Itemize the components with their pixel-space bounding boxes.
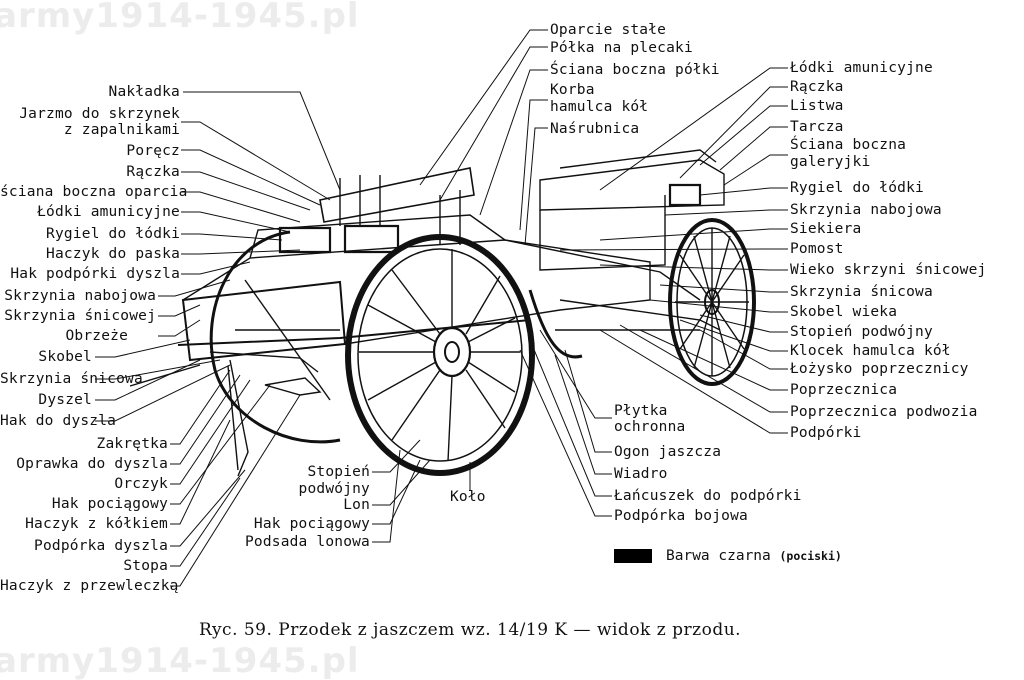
pole-and-undercarriage — [129, 319, 700, 477]
label-stopien-right: Stopień podwójny — [790, 324, 933, 340]
legend-swatch — [614, 549, 652, 563]
label-lon: Lon — [343, 497, 370, 513]
label-sciana-galeryjki: Ściana boczna — [790, 137, 907, 153]
label-raczka: Rączka — [126, 164, 180, 180]
label-nakladka: Nakładka — [108, 84, 180, 100]
label-podsada: Podsada lonowa — [244, 534, 370, 550]
label-haczyk-przewleczka: Haczyk z przewleczką — [0, 578, 179, 594]
label-wieko: Wieko skrzyni śnicowej — [790, 262, 987, 278]
label-plytka: Płytka — [614, 403, 668, 419]
label-podporki: Podpórki — [790, 425, 862, 441]
label-kolo: Koło — [450, 489, 486, 505]
label-wiadro: Wiadro — [614, 466, 668, 482]
label-lodki-left: Łódki amunicyjne — [37, 204, 180, 220]
label-skrzynia-snicowej: Skrzynia śnicowej — [4, 308, 156, 324]
label-rygiel-left: Rygiel do łódki — [46, 226, 180, 242]
label-obrzeze: Obrzeże — [65, 328, 128, 344]
label-dyszel: Dyszel — [38, 392, 92, 408]
label-poprzecznica-podwozia: Poprzecznica podwozia — [790, 404, 978, 420]
label-stopa: Stopa — [123, 558, 168, 574]
label-hamulca-kol: hamulca kół — [550, 99, 649, 115]
label-stopien-bottom: Stopień — [307, 464, 370, 480]
label-tarcza: Tarcza — [790, 119, 844, 135]
label-ogon-jaszcza: Ogon jaszcza — [614, 444, 722, 460]
front-wheel — [345, 234, 535, 476]
label-rygiel-right: Rygiel do łódki — [790, 180, 924, 196]
label-porecz: Poręcz — [126, 143, 180, 159]
legend-text: Barwa czarna — [666, 548, 771, 564]
label-sciana-polki: Ściana boczna półki — [550, 62, 720, 78]
label-hak-pociagowy-left: Hak pociągowy — [51, 496, 168, 512]
label-skrzynia-snicowa-right: Skrzynia śnicowa — [790, 284, 933, 300]
label-listwa: Listwa — [790, 98, 844, 114]
label-hak-pociagowy-bottom: Hak pociągowy — [253, 516, 370, 532]
leader-lines — [95, 29, 788, 587]
label-skrzynia-nabojowa-left: Skrzynia nabojowa — [4, 288, 156, 304]
label-polka-plecaki: Półka na plecaki — [550, 40, 693, 56]
label-oprawka: Oprawka do dyszla — [16, 456, 168, 472]
label-pomost: Pomost — [790, 241, 844, 257]
label-galeryjki: galeryjki — [790, 154, 871, 170]
legend-note: (pociski) — [779, 549, 842, 563]
label-hak-dyszla: Hak do dyszla — [0, 413, 117, 429]
label-nasrubnica: Naśrubnica — [550, 121, 640, 137]
label-hak-podporki: Hak podpórki dyszla — [10, 266, 180, 282]
label-jarzmo: Jarzmo do skrzynek — [19, 106, 180, 122]
label-haczyk-kolkiem: Haczyk z kółkiem — [25, 516, 168, 532]
label-haczyk-paska: Haczyk do paska — [46, 246, 180, 262]
label-sciana-oparcia: ściana boczna oparcia — [0, 184, 188, 200]
label-orczyk: Orczyk — [114, 476, 168, 492]
label-podwojny-bottom: podwójny — [298, 481, 370, 497]
label-podporka-dyszla: Podpórka dyszla — [34, 538, 168, 554]
left-rear-wheel — [209, 230, 341, 444]
rear-wheel — [668, 218, 756, 386]
label-jarzmo-2: z zapalnikami — [63, 122, 180, 138]
label-skobel-wieka: Skobel wieka — [790, 304, 898, 320]
watermark-top: army1914-1945.pl — [0, 0, 360, 36]
label-korba: Korba — [550, 82, 595, 98]
label-lozysko: Łożysko poprzecznicy — [790, 361, 969, 377]
label-podporka-bojowa: Podpórka bojowa — [614, 508, 748, 524]
label-lancuszek: Łańcuszek do podpórki — [614, 488, 802, 504]
label-klocek: Klocek hamulca kół — [790, 343, 951, 359]
label-lodki-right: Łódki amunicyjne — [790, 60, 933, 76]
label-oparcie-stale: Oparcie stałe — [550, 22, 667, 38]
legend: Barwa czarna (pociski) — [666, 548, 842, 564]
label-zakretka: Zakrętka — [96, 436, 168, 452]
label-poprzecznica: Poprzecznica — [790, 382, 898, 398]
label-ochronna: ochronna — [614, 419, 686, 435]
watermark-bottom: army1914-1945.pl — [0, 641, 360, 680]
label-skobel: Skobel — [38, 349, 92, 365]
label-siekiera: Siekiera — [790, 221, 862, 237]
label-skrzynia-nabojowa-right: Skrzynia nabojowa — [790, 202, 942, 218]
figure-caption: Ryc. 59. Przodek z jaszczem wz. 14/19 K … — [198, 620, 742, 640]
body — [181, 149, 725, 362]
label-skrzynia-snicowa-left: Skrzynia śnicowa — [0, 371, 143, 387]
label-raczka-right: Rączka — [790, 79, 844, 95]
